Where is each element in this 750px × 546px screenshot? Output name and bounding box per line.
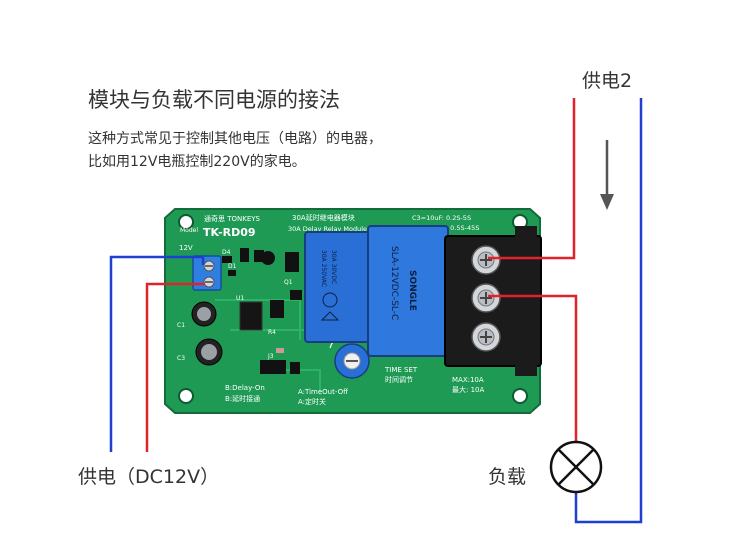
label-c3: C3 [177, 355, 185, 362]
max-rating-en: MAX:10A [452, 376, 484, 384]
board-model: TK-RD09 [203, 226, 256, 239]
board-model-label: Model [180, 227, 198, 234]
supply2-wire-red [488, 98, 576, 260]
input-terminal [192, 255, 222, 291]
mode-b-en: B:Delay-On [225, 384, 265, 392]
time-set-cn: 时间调节 [385, 375, 413, 384]
relay: SLA-12VDC-SL-C SONGLE 30A 250VAC 30A 30V… [304, 225, 449, 357]
board-name-cn: 30A延时继电器模块 [292, 213, 355, 222]
description-line-1: 这种方式常见于控制其他电压（电路）的电器， [88, 131, 382, 147]
supply1-label: 供电（DC12V） [78, 466, 220, 488]
terminal-screw-1 [471, 245, 501, 275]
label-j3: J3 [267, 353, 274, 360]
mode-b-cn: B:延时接通 [225, 394, 260, 403]
capacitors [191, 301, 223, 366]
voltage-label: 12V [179, 244, 193, 252]
mode-a-en: A:TimeOut-Off [298, 388, 348, 396]
terminal-screw-3 [471, 322, 501, 352]
page-title: 模块与负载不同电源的接法 [88, 88, 340, 112]
input-wire-red [145, 282, 205, 452]
terminal-screw-2 [471, 283, 501, 313]
load-wire-red [488, 294, 578, 442]
time-potentiometer [329, 330, 377, 379]
relay-rating-2: 30A 30VDC [330, 250, 337, 284]
description-line-2: 比如用12V电瓶控制220V的家电。 [88, 154, 306, 170]
supply2-wire-blue [574, 98, 643, 524]
wires [109, 98, 643, 524]
label-d1: D1 [228, 263, 237, 270]
board-name-en: 30A Delay Relay Module [288, 225, 367, 233]
relay-brand-text: SONGLE [407, 270, 417, 311]
board-brand: 通奇思 TONKEYS [204, 214, 261, 223]
supply2-label: 供电2 [582, 70, 633, 92]
label-d4: D4 [222, 249, 231, 256]
label-r4: R4 [268, 329, 276, 336]
relay-model-text: SLA-12VDC-SL-C [389, 246, 399, 320]
label-u1: U1 [236, 295, 244, 302]
input-wire-blue [109, 255, 205, 452]
relay-rating-1: 30A 250VAC [320, 250, 327, 287]
time-set-en: TIME SET [384, 366, 418, 374]
cap-note-1: C3=10uF: 0.2S-5S [412, 214, 471, 222]
label-q1: Q1 [284, 279, 293, 286]
max-rating-cn: 最大: 10A [452, 385, 484, 394]
components [222, 248, 302, 374]
current-direction-arrow-icon [600, 140, 614, 210]
load-lamp-icon [549, 440, 603, 494]
output-terminal-block [444, 226, 542, 376]
label-c1: C1 [177, 322, 185, 329]
load-label: 负载 [488, 466, 527, 488]
mode-a-cn: A:定时关 [298, 397, 326, 406]
